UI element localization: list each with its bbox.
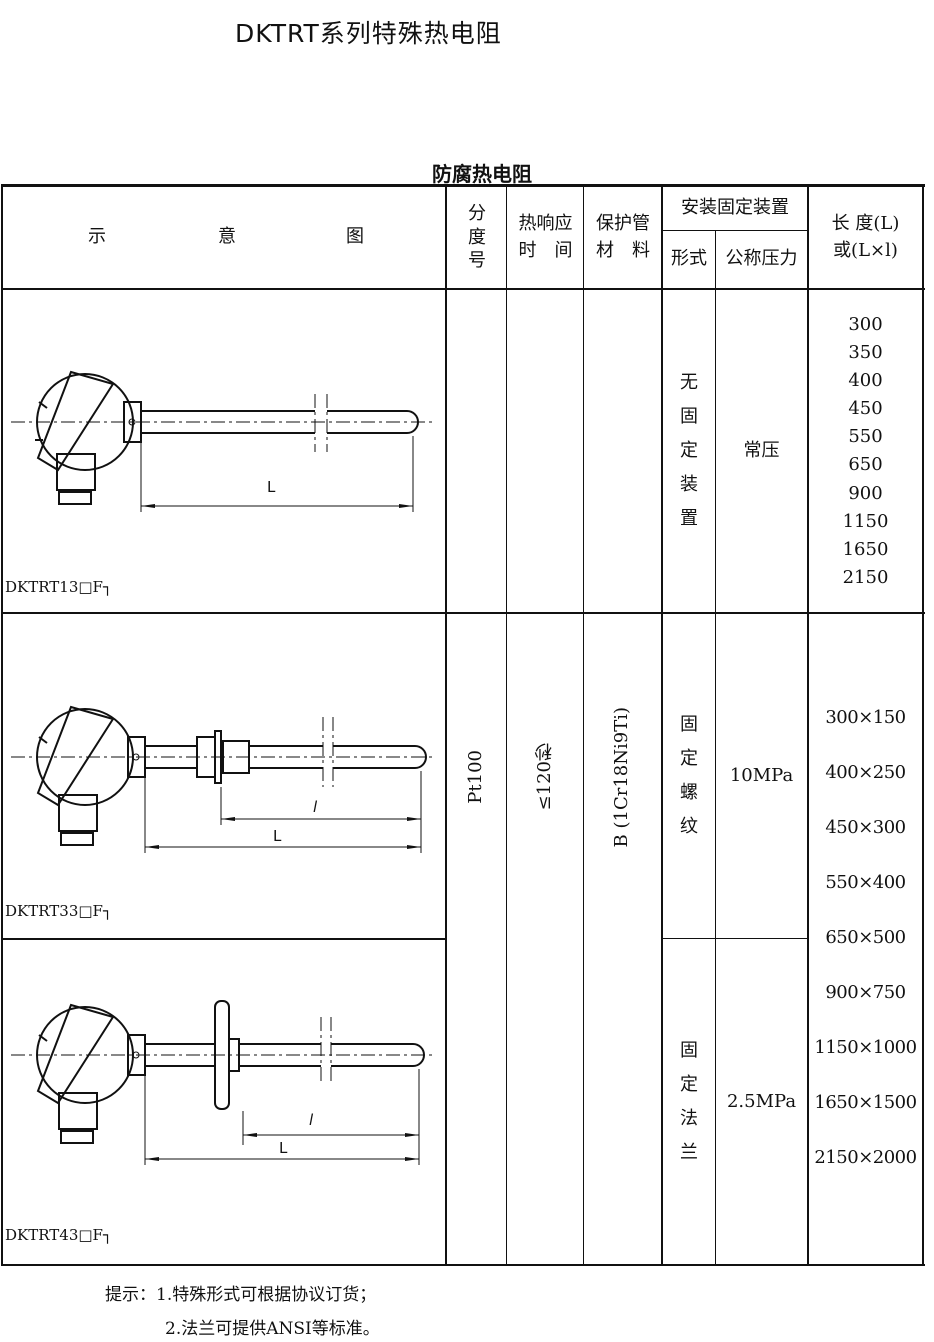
length-item: 550 [848,426,883,448]
header-material: 保护管材 料 [584,187,662,288]
length-item: 400 [848,370,883,392]
length-list-combo: 300×150 400×250 450×300 550×400 650×500 … [809,704,922,1172]
form-cell: 无固定装置 [663,290,715,612]
form-cell: 固定螺纹 [663,614,715,938]
header-pressure: 公称压力 [725,248,798,270]
length-item: 2150 [842,566,889,588]
graduation-value: Pt100 [465,750,487,804]
length-item: 1150 [842,510,889,532]
form-cell: 固定法兰 [663,940,715,1264]
model-label: DKTRT33□F┐ [5,902,112,920]
length-item: 550×400 [825,872,906,893]
length-item: 1650×1500 [814,1092,917,1113]
sensor-drawing-plain: L [11,370,433,512]
length-item: 350 [848,342,883,364]
response-time-cell: ≤120秒 [507,290,583,1264]
length-item: 450×300 [825,817,906,838]
length-item: 400×250 [825,762,906,783]
pressure-cell: 2.5MPa [716,940,807,1264]
length-item: 300×150 [825,707,906,728]
pressure-value: 2.5MPa [726,1090,797,1112]
form-value: 固定法兰 [680,1040,698,1163]
sensor-drawing-thread: l L [11,705,435,853]
header-graduation: 分度号 [468,203,486,272]
header-line: 保护管 [596,213,650,235]
header-diagram-char: 意 [218,226,236,248]
header-line: 长 度(L) [831,213,900,235]
material-value: B (1Cr18Ni9Ti) [611,706,633,848]
length-list-simple: 300 350 400 450 550 650 900 1150 1650 21… [809,311,922,592]
header-line: 热响应 [518,213,573,235]
header-line: 或(L×l) [833,239,898,261]
dim-l-label: l [309,1111,314,1129]
pressure-cell: 常压 [716,290,807,612]
length-item: 450 [848,398,883,420]
page-title: DKTRT系列特殊热电阻 [235,19,502,48]
length-item: 650×500 [825,927,906,948]
header-mounting: 安装固定装置 [681,197,789,219]
model-label: DKTRT13□F┐ [5,578,112,596]
model-label: DKTRT43□F┐ [5,1226,112,1244]
dim-L-label: L [279,1139,288,1157]
dim-l-label: l [313,798,318,816]
header-form: 形式 [671,248,707,270]
material-cell: B (1Cr18Ni9Ti) [584,290,661,1264]
length-item: 1150×1000 [814,1037,917,1058]
length-item: 900 [848,482,883,504]
graduation-cell: Pt100 [447,290,506,1264]
length-item: 1650 [842,538,889,560]
header-diagram: 示 意 图 [3,187,445,288]
note-line-1: 提示：1.特殊形式可根据协议订货； [105,1285,377,1305]
pressure-cell: 10MPa [716,614,807,938]
header-diagram-char: 示 [88,226,106,248]
response-time-value: ≤120秒 [533,743,555,811]
length-item: 650 [848,454,883,476]
header-response-time: 热响应时 间 [507,187,584,288]
length-item: 900×750 [825,982,906,1003]
form-value: 无固定装置 [680,372,698,529]
header-line: 时 间 [518,239,573,261]
dim-L-label: L [267,478,276,496]
length-item: 2150×2000 [814,1147,917,1168]
note-line-2: 2.法兰可提供ANSI等标准。 [165,1319,380,1339]
pressure-value: 10MPa [729,764,794,786]
header-length: 长 度(L) 或(L×l) [809,187,922,288]
pressure-value: 常压 [743,439,780,461]
length-item: 300 [848,314,883,335]
form-value: 固定螺纹 [680,714,698,837]
sensor-drawing-flange: l L [11,1000,435,1165]
dim-L-label: L [273,827,282,845]
header-diagram-char: 图 [346,226,364,248]
header-line: 材 料 [596,239,650,261]
table-title: 防腐热电阻 [432,162,532,186]
